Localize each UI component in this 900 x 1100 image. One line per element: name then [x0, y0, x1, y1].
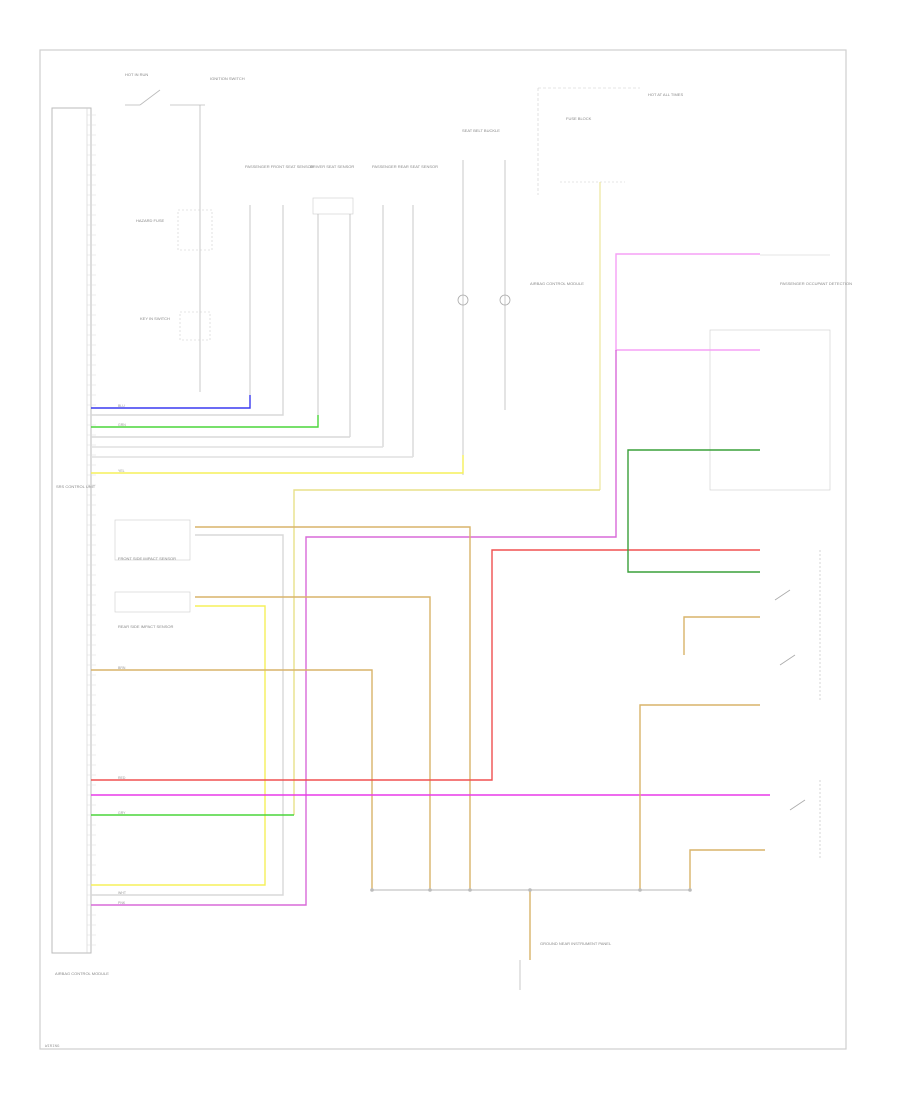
code-brn: BRN	[118, 666, 126, 670]
ground-note-label: GROUND NEAR INSTRUMENT PANEL	[540, 941, 612, 946]
unit-header-label: SRS CONTROL UNIT	[56, 484, 96, 489]
key-in-switch-label: KEY IN SWITCH	[140, 316, 170, 321]
wire-yellow-2	[91, 605, 266, 886]
ground-note: GROUND NEAR INSTRUMENT PANEL	[519, 941, 612, 990]
wire-grey-1	[91, 405, 284, 416]
code-wht: WHT	[118, 891, 127, 895]
top-right-fuse: HOT AT ALL TIMES FUSE BLOCK	[537, 87, 683, 490]
wire-tan-right-1	[683, 616, 760, 655]
key-in-switch-box: KEY IN SWITCH	[140, 311, 211, 341]
passenger-front-seat-sensor: PASSENGER FRONT SEAT SENSOR	[245, 164, 314, 415]
diagram-border	[39, 49, 847, 1050]
control-unit-connector: SRS CONTROL UNIT	[51, 107, 96, 954]
hazard-fuse-label: HAZARD FUSE	[136, 218, 165, 223]
module-right-label: PASSENGER OCCUPANT DETECTION	[780, 281, 852, 286]
wire-harness	[91, 253, 770, 960]
code-red: RED	[118, 776, 126, 780]
wire-blue	[91, 395, 251, 409]
right-module-lower	[709, 329, 831, 491]
wire-green	[91, 415, 319, 428]
code-grn: GRN	[118, 423, 126, 427]
right-module-upper: PASSENGER OCCUPANT DETECTION	[760, 254, 852, 286]
hot-at-all-times-label: HOT AT ALL TIMES	[648, 92, 683, 97]
code-gry: GRY	[118, 811, 126, 815]
right-switches	[774, 550, 821, 860]
front-side-impact-sensor: FRONT SIDE IMPACT SENSOR	[114, 519, 191, 561]
side-sensor-front-label: FRONT SIDE IMPACT SENSOR	[118, 556, 176, 561]
passenger-rear-seat-sensor: PASSENGER REAR SEAT SENSOR	[372, 164, 438, 457]
code-yel: YEL	[118, 469, 125, 473]
wire-pink-left	[91, 350, 617, 906]
footer-left-label: AIRBAG CONTROL MODULE	[55, 971, 109, 976]
wire-pink-top	[615, 253, 760, 351]
wire-fuse-tan	[293, 489, 600, 815]
code-blu: BLU	[118, 404, 125, 408]
seat-passenger-rear-label: PASSENGER REAR SEAT SENSOR	[372, 164, 438, 169]
hazard-fuse-box: HAZARD FUSE	[136, 209, 213, 251]
wire-tan-1	[195, 526, 471, 890]
seatbelt-buckle: SEAT BELT BUCKLE AIRBAG CONTROL MODULE	[457, 128, 584, 475]
seat-passenger-front-label: PASSENGER FRONT SEAT SENSOR	[245, 164, 314, 169]
wire-tan-right-2	[639, 704, 760, 890]
corner-code-label: WIRING	[45, 1045, 60, 1049]
wire-darkgreen-right	[627, 449, 760, 573]
code-pnk: PNK	[118, 901, 126, 905]
module-main-label: AIRBAG CONTROL MODULE	[530, 281, 584, 286]
wire-tan-right-3	[689, 849, 765, 890]
seatbelt-buckle-label: SEAT BELT BUCKLE	[462, 128, 500, 133]
wire-grey-5	[91, 534, 284, 896]
wire-tan-3	[91, 669, 373, 890]
ignition-switch-label: IGNITION SWITCH	[210, 76, 245, 81]
rear-side-impact-sensor: REAR SIDE IMPACT SENSOR	[114, 591, 191, 629]
wire-yellow-buckle	[91, 455, 464, 474]
fuse-block-label: FUSE BLOCK	[566, 116, 592, 121]
side-sensor-rear-label: REAR SIDE IMPACT SENSOR	[118, 624, 174, 629]
seat-driver-label: DRIVER SEAT SENSOR	[310, 164, 354, 169]
hot-in-run-label: HOT IN RUN	[125, 72, 148, 77]
driver-seat-sensor: DRIVER SEAT SENSOR	[310, 164, 354, 437]
wire-tan-2	[195, 596, 431, 890]
ignition-switch: HOT IN RUN IGNITION SWITCH	[125, 72, 245, 392]
wire-red	[91, 549, 760, 781]
ground-points	[370, 888, 692, 892]
